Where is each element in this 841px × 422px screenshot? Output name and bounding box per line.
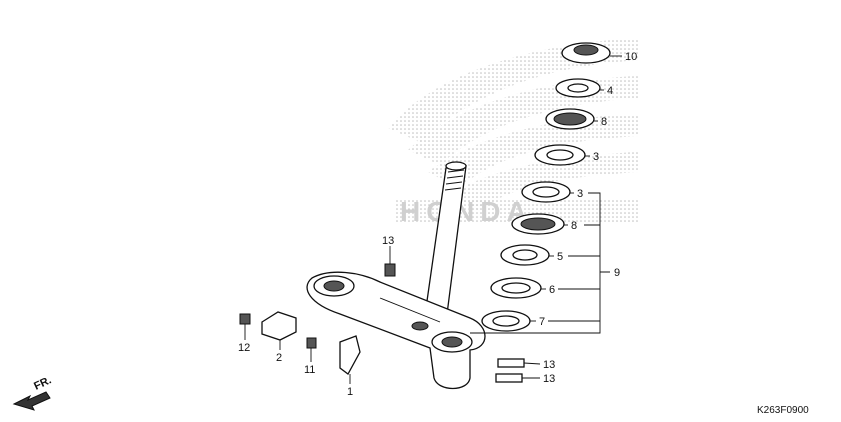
callout-10: 10 — [625, 51, 637, 63]
bottom-bridge — [306, 271, 486, 390]
callout-5: 5 — [557, 251, 563, 263]
bolt-12 — [239, 313, 251, 325]
wing-logo-watermark: HONDA — [388, 38, 640, 227]
callout-7: 7 — [539, 316, 545, 328]
callouts: 10 4 8 3 3 8 5 6 7 9 13 12 2 11 1 13 13 — [238, 51, 637, 398]
front-direction-arrow: FR. — [12, 374, 53, 411]
callout-9: 9 — [614, 267, 620, 279]
callout-3-lower: 3 — [577, 188, 583, 200]
diagram-code: K263F0900 — [757, 405, 809, 416]
callout-4: 4 — [607, 85, 613, 97]
arrow-icon — [12, 391, 51, 411]
clamp-2 — [261, 311, 297, 341]
bolt-13-b — [495, 373, 523, 383]
bracket-1 — [339, 335, 361, 375]
callout-3-top: 3 — [593, 151, 599, 163]
bolt-13-top — [384, 263, 396, 277]
bolt-13-a — [497, 358, 525, 368]
callout-11: 11 — [304, 364, 315, 376]
callout-12: 12 — [238, 342, 250, 354]
steering-stem — [423, 161, 467, 323]
callout-13-a: 13 — [543, 359, 555, 371]
callout-8-top: 8 — [601, 116, 607, 128]
watermark-text: HONDA — [400, 196, 533, 227]
callout-1: 1 — [347, 386, 353, 398]
bearing-stack — [481, 42, 611, 332]
callout-6: 6 — [549, 284, 555, 296]
leader-lines — [244, 55, 622, 384]
callout-8-lower: 8 — [571, 220, 577, 232]
callout-2: 2 — [276, 352, 282, 364]
callout-13-top: 13 — [382, 235, 394, 247]
callout-13-b: 13 — [543, 373, 555, 385]
direction-label: FR. — [32, 374, 53, 392]
bolt-11 — [306, 337, 317, 349]
